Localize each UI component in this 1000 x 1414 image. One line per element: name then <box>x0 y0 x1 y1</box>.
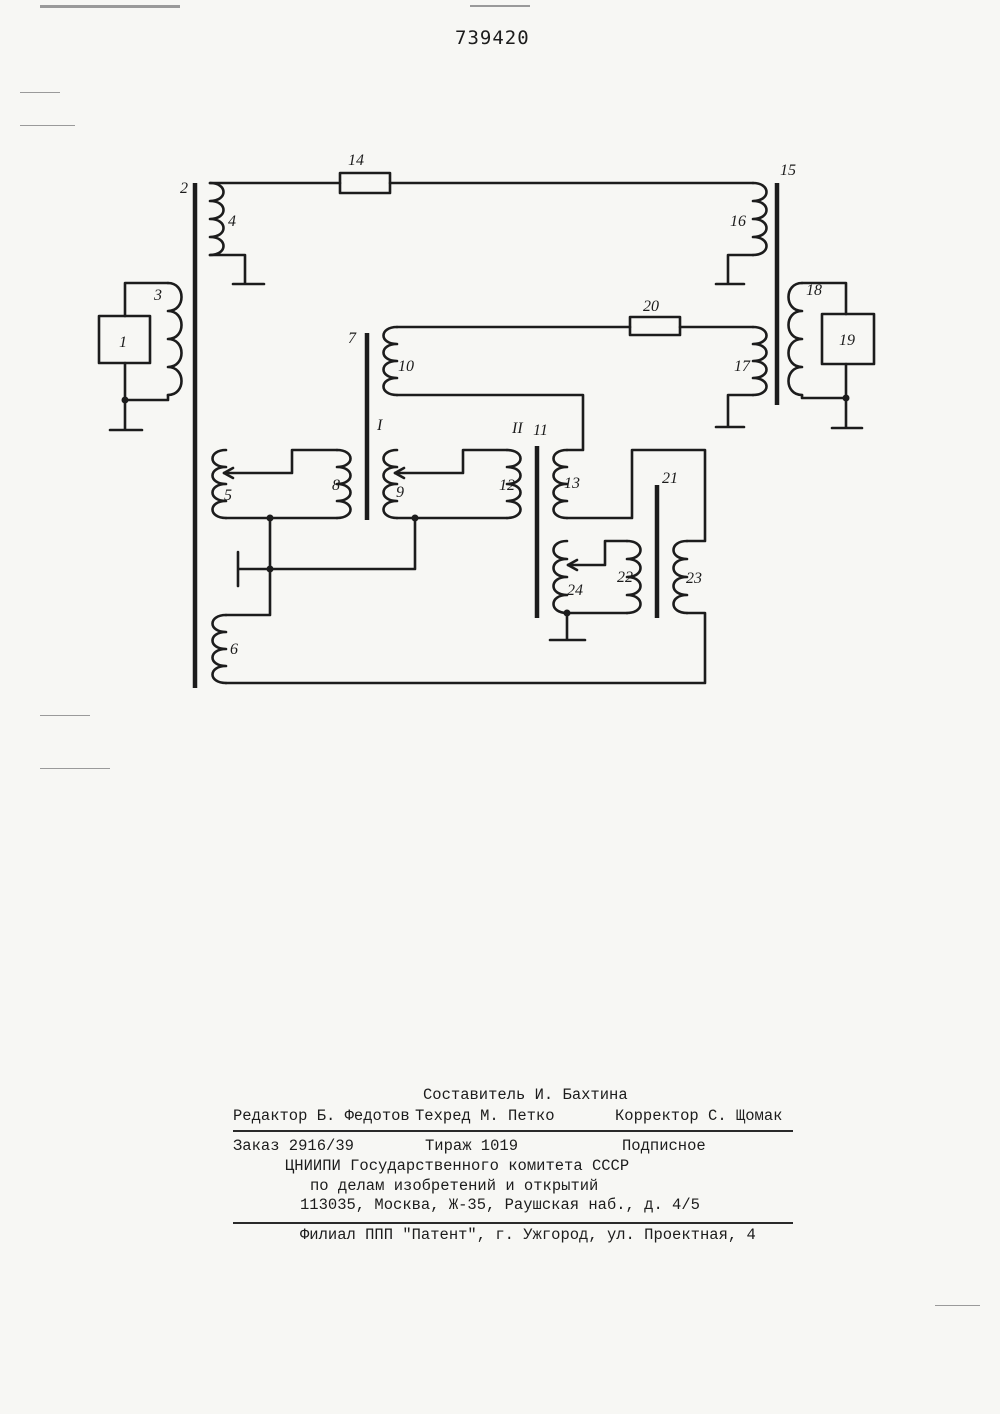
order-number: Заказ 2916/39 <box>233 1137 354 1155</box>
organization-line: ЦНИИПИ Государственного комитета СССР <box>285 1157 629 1175</box>
corrector-line: Корректор С. Щомак <box>615 1107 782 1125</box>
branch-line: Филиал ППП "Патент", г. Ужгород, ул. Про… <box>300 1226 756 1244</box>
techred-line: Техред М. Петко <box>415 1107 555 1125</box>
divider <box>233 1130 793 1132</box>
address-line: 113035, Москва, Ж-35, Раушская наб., д. … <box>300 1196 700 1214</box>
compiler-line: Составитель И. Бахтина <box>423 1086 628 1104</box>
subscription-note: Подписное <box>622 1137 706 1155</box>
circulation: Тираж 1019 <box>425 1137 518 1155</box>
organization-line-2: по делам изобретений и открытий <box>310 1177 598 1195</box>
editor-line: Редактор Б. Федотов <box>233 1107 410 1125</box>
divider <box>233 1222 793 1224</box>
